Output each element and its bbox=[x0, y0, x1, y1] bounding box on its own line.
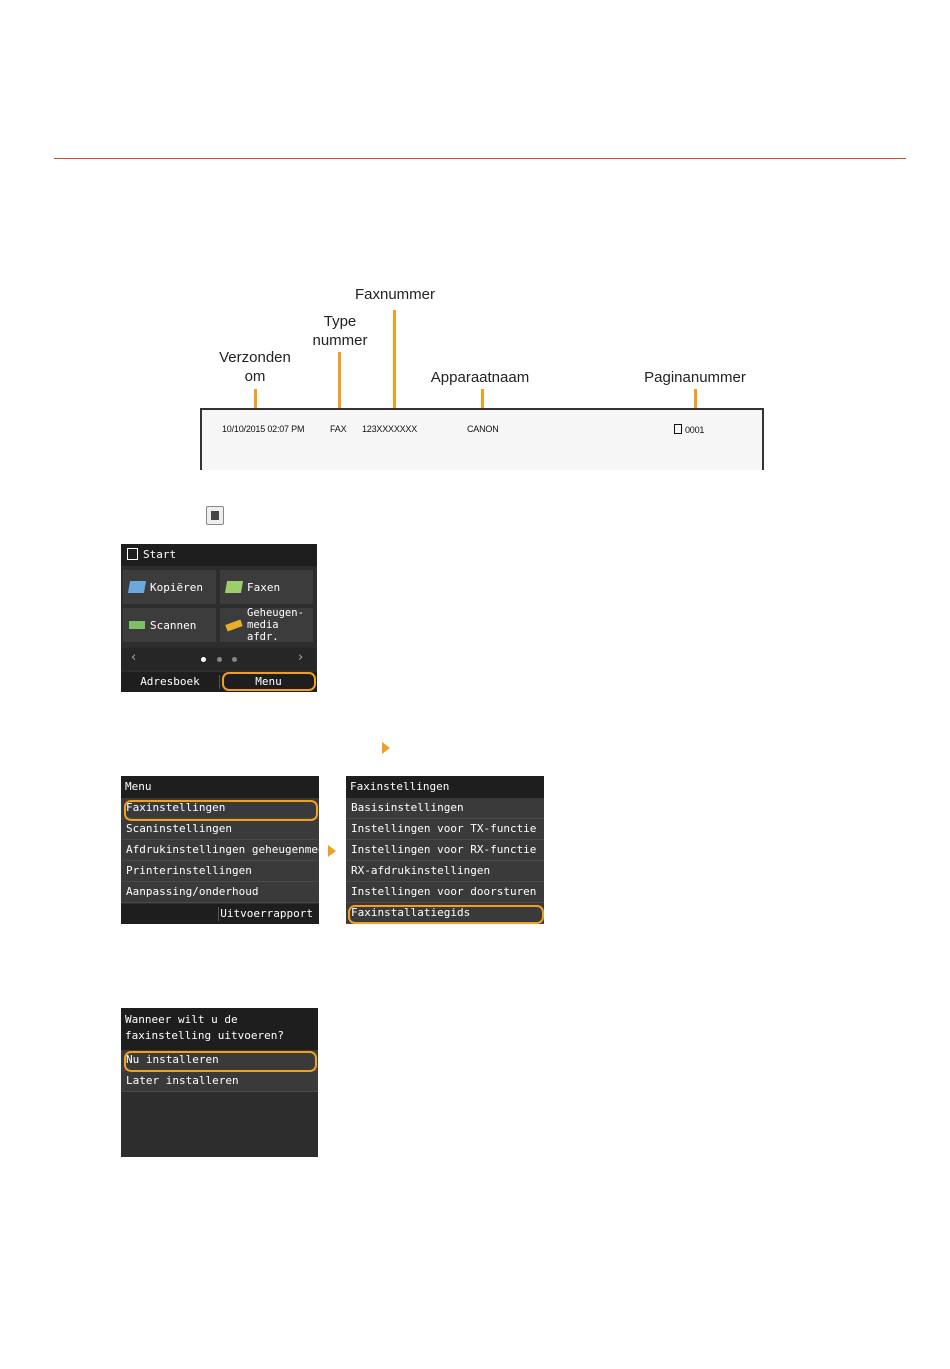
fax-item-setup-guide[interactable]: Faxinstallatiegids bbox=[346, 903, 544, 924]
start-screen: Start Kopiëren Faxen Scannen Geheugen- m… bbox=[121, 544, 317, 692]
setup-when-title: Wanneer wilt u de faxinstelling uitvoere… bbox=[121, 1008, 318, 1050]
menu-item-adjustment[interactable]: Aanpassing/onderhoud bbox=[121, 882, 319, 903]
menu-item-scan-settings[interactable]: Scaninstellingen bbox=[121, 819, 319, 840]
tile-fax-label: Faxen bbox=[247, 580, 281, 594]
tile-scan-label: Scannen bbox=[150, 618, 197, 632]
leader-device-name bbox=[481, 389, 484, 415]
fax-item-rx-print[interactable]: RX-afdrukinstellingen bbox=[346, 861, 544, 882]
tile-copy[interactable]: Kopiëren bbox=[123, 570, 216, 604]
label-page-number: Paginanummer bbox=[644, 369, 746, 386]
tile-copy-label: Kopiëren bbox=[150, 580, 203, 594]
fax-item-tx[interactable]: Instellingen voor TX-functie bbox=[346, 819, 544, 840]
copy-icon bbox=[127, 581, 147, 593]
page-indicator: ‹ › bbox=[121, 648, 316, 670]
fax-icon bbox=[224, 581, 244, 593]
menu-footer: Uitvoerrapport bbox=[121, 904, 319, 924]
home-key-icon bbox=[206, 506, 224, 525]
usb-memory-icon bbox=[225, 618, 243, 632]
fax-item-rx[interactable]: Instellingen voor RX-functie bbox=[346, 840, 544, 861]
fax-item-basic[interactable]: Basisinstellingen bbox=[346, 798, 544, 819]
fax-settings-screen: Faxinstellingen Basisinstellingen Instel… bbox=[346, 776, 544, 924]
menu-title: Menu bbox=[121, 776, 319, 798]
fax-paper-sample: 10/10/2015 02:07 PM FAX 123XXXXXXX CANON… bbox=[200, 408, 764, 470]
menu-item-fax-settings[interactable]: Faxinstellingen bbox=[121, 798, 319, 819]
tile-media-print-label: Geheugen- media afdr. bbox=[247, 607, 304, 643]
label-type-number: Type nummer bbox=[312, 313, 368, 349]
paper-type: FAX bbox=[330, 424, 347, 434]
leader-page-number bbox=[694, 389, 697, 415]
start-title: Start bbox=[143, 548, 177, 561]
start-title-bar: Start bbox=[121, 544, 317, 566]
step-arrow-icon bbox=[382, 742, 390, 754]
leader-sent-at bbox=[254, 389, 257, 415]
fax-item-forwarding[interactable]: Instellingen voor doorsturen bbox=[346, 882, 544, 903]
leader-type-number bbox=[338, 352, 341, 415]
chevron-left-icon[interactable]: ‹ bbox=[131, 650, 137, 665]
install-later-item[interactable]: Later installeren bbox=[121, 1071, 318, 1092]
menu-screen: Menu Faxinstellingen Scaninstellingen Af… bbox=[121, 776, 319, 924]
header-rule bbox=[54, 158, 906, 159]
setup-when-screen: Wanneer wilt u de faxinstelling uitvoere… bbox=[121, 1008, 318, 1157]
label-sent-at: Verzonden om bbox=[219, 349, 291, 385]
label-device-name: Apparaatnaam bbox=[430, 369, 530, 386]
home-icon bbox=[127, 548, 138, 560]
paper-datetime: 10/10/2015 02:07 PM bbox=[222, 424, 305, 434]
page-dot bbox=[232, 657, 237, 662]
chevron-right-icon[interactable]: › bbox=[298, 650, 304, 665]
paper-page-number: 0001 bbox=[685, 425, 705, 435]
output-report-button[interactable]: Uitvoerrapport bbox=[220, 907, 313, 920]
footer-divider bbox=[219, 675, 220, 689]
footer-divider bbox=[218, 907, 219, 921]
paper-page: 0001 bbox=[674, 424, 704, 435]
start-footer: Adresboek Menu bbox=[121, 672, 317, 692]
tile-scan[interactable]: Scannen bbox=[123, 608, 216, 642]
page-icon bbox=[674, 424, 682, 434]
page-dot-active bbox=[201, 657, 206, 662]
tile-media-print[interactable]: Geheugen- media afdr. bbox=[220, 607, 313, 643]
menu-item-printer-settings[interactable]: Printerinstellingen bbox=[121, 861, 319, 882]
paper-device-name: CANON bbox=[467, 424, 499, 434]
leader-fax-number bbox=[393, 310, 396, 415]
fax-settings-title: Faxinstellingen bbox=[346, 776, 544, 798]
scan-icon bbox=[129, 621, 145, 629]
address-book-button[interactable]: Adresboek bbox=[140, 675, 200, 688]
page-dot bbox=[217, 657, 222, 662]
menu-button[interactable]: Menu bbox=[255, 675, 282, 688]
menu-item-memory-print-settings[interactable]: Afdrukinstellingen geheugenmed bbox=[121, 840, 319, 861]
paper-fax-number: 123XXXXXXX bbox=[362, 424, 418, 434]
step-arrow-icon bbox=[328, 845, 336, 857]
install-now-item[interactable]: Nu installeren bbox=[121, 1050, 318, 1071]
tile-fax[interactable]: Faxen bbox=[220, 570, 313, 604]
label-fax-number: Faxnummer bbox=[354, 286, 436, 303]
